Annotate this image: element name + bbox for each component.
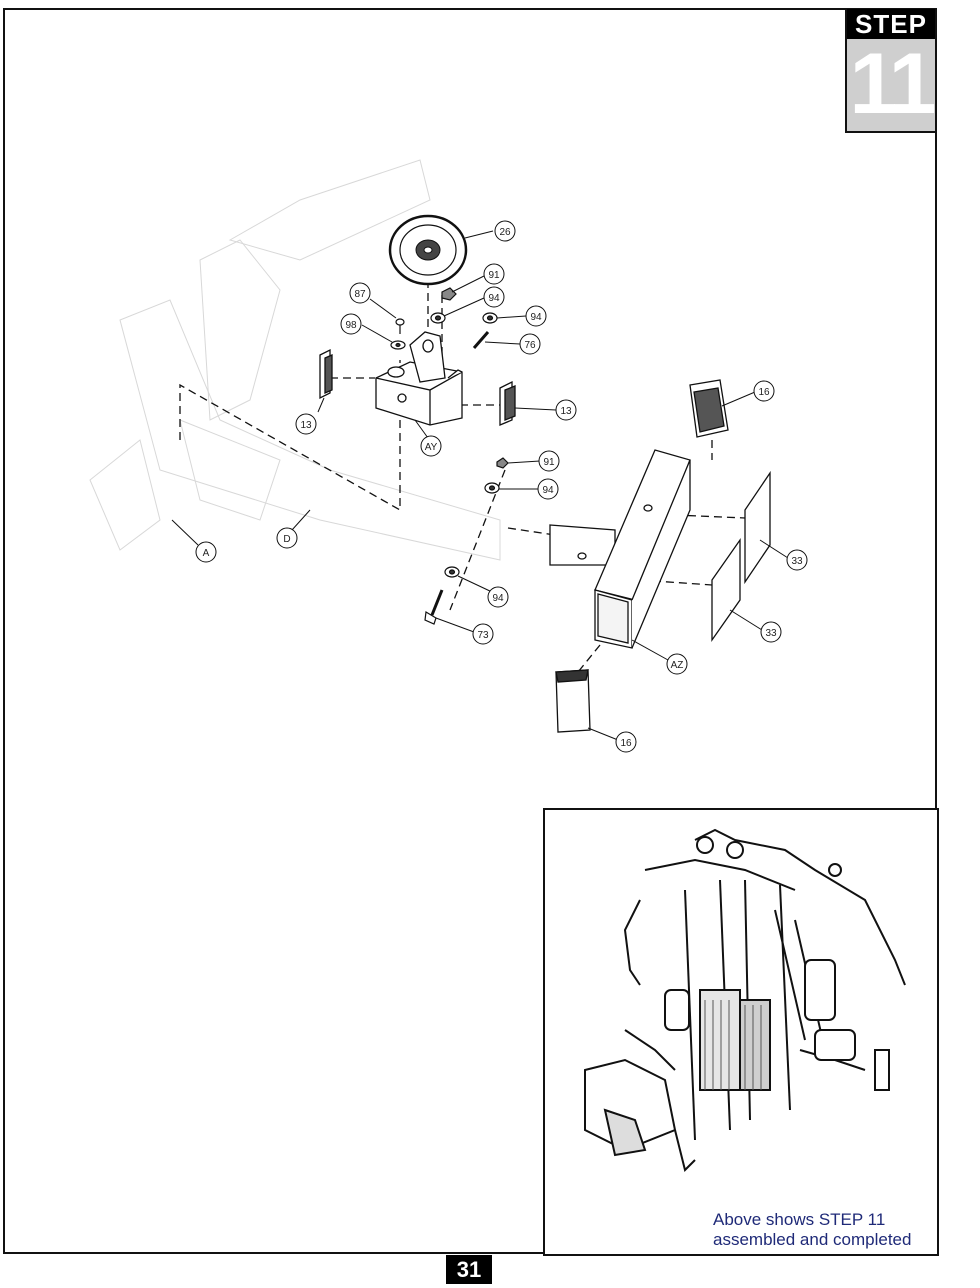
svg-text:94: 94	[530, 312, 542, 323]
hardware-parts	[390, 287, 509, 625]
caption-line-1: Above shows STEP 11	[713, 1210, 886, 1229]
callout-33: 33	[786, 549, 808, 571]
callout-94: 94	[483, 286, 505, 308]
assembly-diagram: 26 91 94 87 94 98 76 13 13 AY 16 91 94 A…	[89, 159, 808, 753]
page-number: 31	[446, 1255, 492, 1284]
inset-caption: Above shows STEP 11 assembled and comple…	[713, 1210, 933, 1250]
caption-line-2: assembled and completed	[713, 1230, 912, 1249]
callout-94: 94	[537, 478, 559, 500]
svg-text:73: 73	[477, 630, 489, 641]
svg-text:AZ: AZ	[671, 660, 684, 671]
callout-33: 33	[760, 621, 782, 643]
svg-text:26: 26	[499, 227, 511, 238]
svg-text:16: 16	[620, 738, 632, 749]
step-label: STEP	[847, 9, 935, 39]
svg-text:87: 87	[354, 289, 366, 300]
tube-cap-parts	[555, 379, 729, 733]
svg-text:98: 98	[345, 320, 357, 331]
callout-87: 87	[349, 282, 371, 304]
callout-D: D	[276, 527, 298, 549]
callout-94: 94	[525, 305, 547, 327]
step-number: 11	[849, 36, 937, 132]
svg-text:91: 91	[488, 270, 500, 281]
alignment-lines	[179, 280, 746, 673]
svg-text:91: 91	[543, 457, 555, 468]
callout-AZ: AZ	[666, 653, 688, 675]
svg-text:94: 94	[492, 593, 504, 604]
callout-13: 13	[295, 413, 317, 435]
completed-assembly-inset: Above shows STEP 11 assembled and comple…	[543, 808, 939, 1256]
pulley-part	[388, 214, 468, 286]
step-badge: STEP 11	[845, 9, 937, 133]
callout-16: 16	[615, 731, 637, 753]
svg-text:13: 13	[300, 420, 312, 431]
leader-lines	[171, 230, 789, 741]
callout-13: 13	[555, 399, 577, 421]
callout-98: 98	[340, 313, 362, 335]
svg-text:33: 33	[765, 628, 777, 639]
bracket-part	[375, 331, 463, 426]
page-frame	[3, 8, 937, 1254]
callout-A: A	[195, 541, 217, 563]
svg-text:16: 16	[758, 387, 770, 398]
svg-text:A: A	[203, 548, 210, 559]
callout-16: 16	[753, 380, 775, 402]
svg-text:94: 94	[488, 293, 500, 304]
ghost-frame	[89, 159, 501, 561]
svg-text:D: D	[283, 534, 290, 545]
svg-text:AY: AY	[425, 442, 438, 453]
callout-AY: AY	[420, 435, 442, 457]
callout-94: 94	[487, 586, 509, 608]
callout-76: 76	[519, 333, 541, 355]
svg-text:76: 76	[524, 340, 536, 351]
callout-73: 73	[472, 623, 494, 645]
svg-text:33: 33	[791, 556, 803, 567]
svg-text:94: 94	[542, 485, 554, 496]
completed-machine-drawing	[584, 828, 906, 1172]
callout-26: 26	[494, 220, 516, 242]
end-cap-parts	[319, 348, 516, 426]
svg-text:13: 13	[560, 406, 572, 417]
main-tube-part	[549, 449, 691, 649]
pad-parts	[711, 470, 771, 643]
callout-91: 91	[483, 263, 505, 285]
callout-91: 91	[538, 450, 560, 472]
